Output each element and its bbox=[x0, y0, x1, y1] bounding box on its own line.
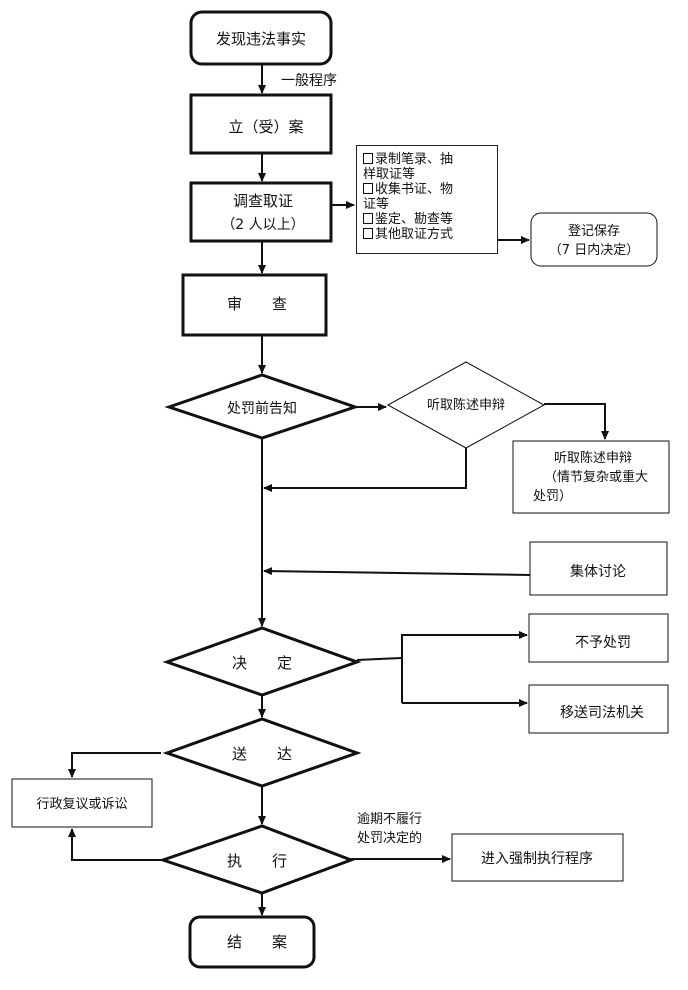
hear-statement-label: 听取陈述申辩 bbox=[427, 397, 505, 413]
discover-label: 发现违法事实 bbox=[216, 30, 306, 48]
edge-deliver-adminreview bbox=[68, 752, 161, 778]
investigate-label-line2: （2 人以上） bbox=[221, 217, 304, 233]
edge-collective-return bbox=[263, 567, 531, 576]
register-save-label-line2: （7 日内决定） bbox=[549, 242, 639, 258]
deliver-node bbox=[162, 717, 362, 788]
admin-review-node bbox=[11, 778, 153, 828]
decision-node bbox=[162, 626, 362, 697]
evidence-item-2-cont: 证等 bbox=[363, 197, 390, 212]
investigate-node bbox=[189, 181, 333, 243]
overdue-label-line2: 处罚决定的 bbox=[357, 830, 422, 846]
transfer-judicial-label: 移送司法机关 bbox=[560, 705, 644, 721]
register-save-node bbox=[530, 212, 658, 267]
deliver-label: 送 达 bbox=[232, 745, 292, 763]
execute-label: 执 行 bbox=[227, 852, 287, 870]
close-case-node bbox=[188, 915, 316, 969]
admin-review-label: 行政复议或诉讼 bbox=[36, 797, 127, 812]
evidence-item-1-cont: 样取证等 bbox=[363, 167, 416, 182]
evidence-item-4: 其他取证方式 bbox=[363, 227, 493, 242]
evidence-item-3-text: 鉴定、勘查等 bbox=[375, 212, 454, 227]
evidence-item-4-text: 其他取证方式 bbox=[375, 227, 454, 242]
edge-hear-complex bbox=[544, 403, 609, 440]
overdue-label-line1: 逾期不履行 bbox=[357, 812, 422, 827]
evidence-item-1: 录制笔录、抽 bbox=[363, 152, 493, 167]
register-label: 立（受）案 bbox=[228, 118, 303, 136]
general-procedure-label: 一般程序 bbox=[281, 73, 337, 89]
edge-execute-adminreview bbox=[68, 828, 161, 861]
no-penalty-label: 不予处罚 bbox=[575, 635, 631, 651]
decision-label: 决 定 bbox=[232, 654, 292, 672]
review-node bbox=[181, 273, 328, 337]
evidence-item-3: 鉴定、勘查等 bbox=[363, 212, 493, 227]
collective-discussion-label: 集体讨论 bbox=[570, 563, 626, 580]
no-penalty-node bbox=[528, 613, 669, 663]
evidence-item-2-text: 收集书证、物 bbox=[375, 182, 454, 197]
checkbox-icon bbox=[363, 228, 373, 239]
checkbox-icon bbox=[363, 153, 373, 164]
evidence-item-1-text: 录制笔录、抽 bbox=[375, 152, 454, 167]
edge-decision-nopenalty bbox=[401, 631, 528, 703]
pre-notice-label: 处罚前告知 bbox=[227, 400, 297, 417]
transfer-judicial-node bbox=[528, 684, 669, 734]
evidence-item-2: 收集书证、物 bbox=[363, 182, 493, 197]
register-save-label-line1: 登记保存 bbox=[568, 224, 620, 239]
checkbox-icon bbox=[363, 213, 373, 224]
hear-statement-complex-label-line2: （情节复杂或重大 bbox=[544, 469, 648, 485]
collective-discussion-node bbox=[529, 541, 668, 596]
checkbox-icon bbox=[363, 183, 373, 194]
edge-hear-return bbox=[263, 448, 467, 492]
enforcement-node bbox=[451, 833, 624, 882]
hear-statement-complex-node bbox=[512, 440, 670, 514]
hear-statement-complex-label-line1: 听取陈述申辩 bbox=[554, 450, 632, 466]
review-label: 审 查 bbox=[227, 295, 287, 313]
evidence-methods-box: 录制笔录、抽 样取证等 收集书证、物 证等 鉴定、勘查等 其他取证方式 bbox=[356, 145, 498, 254]
hear-statement-complex-label-line3: 处罚） bbox=[533, 489, 572, 504]
investigate-label-line1: 调查取证 bbox=[233, 192, 293, 210]
register-node bbox=[189, 93, 333, 155]
close-case-label: 结 案 bbox=[227, 933, 287, 951]
enforcement-label: 进入强制执行程序 bbox=[481, 851, 593, 867]
edge-decision-branch bbox=[356, 657, 403, 661]
